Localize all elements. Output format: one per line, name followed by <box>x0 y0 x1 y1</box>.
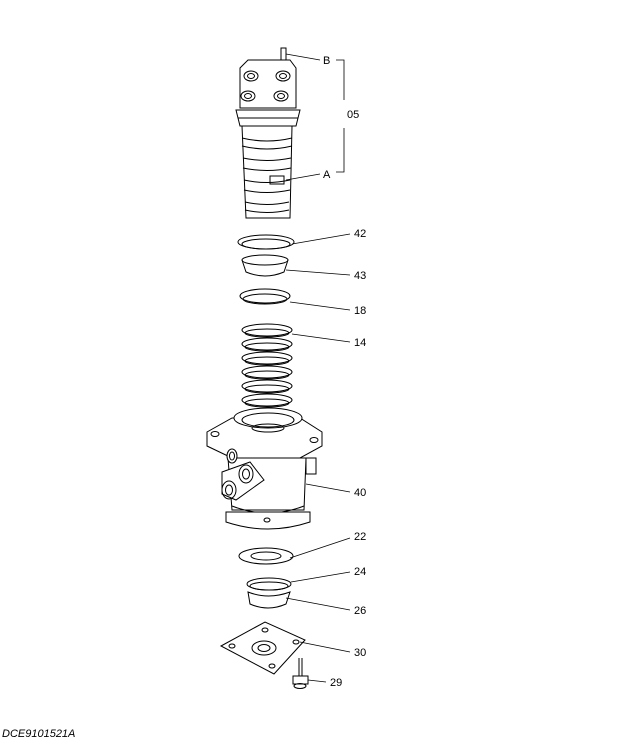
label-05: 05 <box>347 109 359 121</box>
label-a: A <box>323 169 331 181</box>
label-42: 42 <box>354 228 366 240</box>
label-40: 40 <box>354 487 366 499</box>
part-29-bolt <box>292 658 309 689</box>
part-42-ring <box>237 234 295 250</box>
drawing-code: DCE9101521A <box>2 728 76 740</box>
part-24-snap-ring <box>246 577 292 591</box>
label-30: 30 <box>354 647 366 659</box>
label-14: 14 <box>354 337 366 349</box>
part-30-cover-plate <box>219 621 306 675</box>
leader-lines <box>285 53 351 683</box>
part-26-seal <box>247 591 291 609</box>
label-22: 22 <box>354 531 366 543</box>
part-43-seal <box>241 254 289 277</box>
part-40-housing <box>206 407 323 530</box>
part-22-ring <box>238 547 294 565</box>
label-18: 18 <box>354 305 366 317</box>
part-14-seal-stack <box>241 323 293 408</box>
part-05-rotor-assembly <box>235 47 301 219</box>
label-b: B <box>323 55 330 67</box>
part-18-ring <box>239 288 291 305</box>
label-26: 26 <box>354 605 366 617</box>
label-24: 24 <box>354 566 366 578</box>
label-29: 29 <box>330 677 342 689</box>
label-43: 43 <box>354 270 366 282</box>
